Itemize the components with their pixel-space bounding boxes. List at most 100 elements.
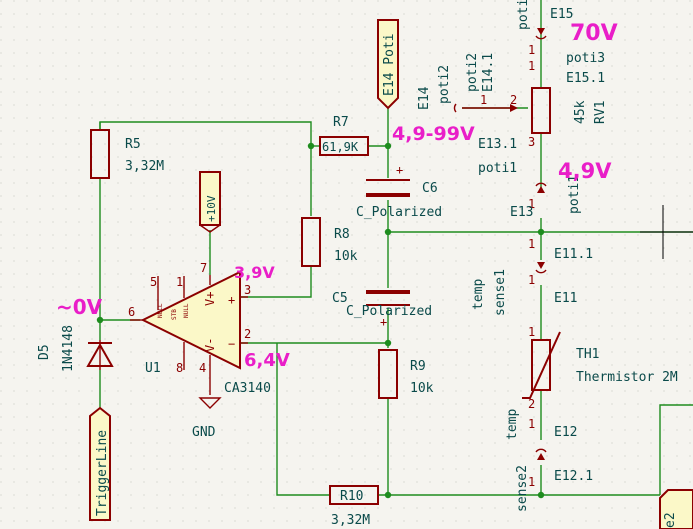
u1-pin6: 6: [128, 305, 135, 319]
e14-1-label: E14.1: [481, 53, 496, 92]
poti1b-label: poti1: [567, 175, 582, 214]
resistor-r10[interactable]: R10 3,32M: [329, 485, 379, 528]
resistor-r9[interactable]: R9 10k: [378, 349, 434, 399]
d5-ref: D5: [37, 344, 52, 360]
sense1-label: sense1: [493, 269, 508, 316]
poti-top-label: poti: [516, 0, 531, 30]
trigger-flag: TriggerLine: [89, 406, 111, 521]
u1-ref: U1: [145, 361, 161, 376]
e14poti-label: E14 Poti: [382, 33, 397, 96]
e14poti-flag: E14 Poti: [377, 19, 399, 110]
resistor-r5[interactable]: R5 3,32M: [90, 129, 164, 179]
edge-label: e2: [663, 512, 678, 528]
wire-r10-left: [276, 343, 330, 496]
u1-stb: STB: [171, 309, 178, 320]
r7-value: 61,9K: [322, 140, 359, 154]
connector-e11[interactable]: 1 E11.1 temp sense1 1 E11: [471, 237, 593, 316]
rv1-pin3: 3: [528, 135, 535, 149]
d5-value: 1N4148: [61, 325, 76, 372]
junction-e13-right: [537, 228, 545, 236]
handwritten-annotations: 70V 4,9-99V 4,9V 3,9V 6,4V ~0V: [56, 21, 618, 371]
annotation-49-99v: 4,9-99V: [392, 123, 475, 145]
poti1-label: poti1: [478, 161, 517, 176]
r10-value: 3,32M: [331, 513, 370, 528]
wire-edge: [659, 404, 693, 495]
poti2b-label: poti2: [465, 53, 480, 92]
r9-value: 10k: [410, 381, 434, 396]
r8-value: 10k: [334, 249, 358, 264]
gnd-label: GND: [192, 425, 216, 440]
u1-vminus: V-: [203, 338, 217, 352]
resistor-r7[interactable]: R7 61,9K: [319, 115, 369, 156]
sense2-label: sense2: [515, 465, 530, 512]
c5-plus: +: [380, 315, 387, 329]
connector-e15[interactable]: E15 poti 1: [516, 0, 573, 57]
junction-r10: [384, 491, 392, 499]
junction-e13: [384, 228, 392, 236]
rv1-poti3: poti3: [566, 51, 605, 66]
ground-symbol: GND: [192, 397, 222, 440]
junction-out: [96, 316, 104, 324]
u1-null-b: NULL: [183, 303, 190, 318]
u1-pin2: 2: [244, 327, 251, 341]
e15-pin1: 1: [528, 43, 535, 57]
trigger-label: TriggerLine: [95, 430, 110, 516]
temp1-label: temp: [471, 279, 486, 310]
r7-ref: R7: [333, 115, 349, 130]
connector-poti2[interactable]: E14 poti2 poti2 E14.1 1 2: [417, 53, 518, 113]
e12-1-label: E12.1: [554, 469, 593, 484]
u1-value: CA3140: [224, 381, 271, 396]
edge-flag: e2: [659, 489, 693, 529]
opamp-u1[interactable]: 7 1 5 3 2 6 8 4 NULL STB NULL V+ V- + − …: [128, 261, 271, 396]
u1-plus: +: [228, 293, 235, 307]
thermistor-th1[interactable]: 1 2 TH1 Thermistor 2M: [522, 325, 678, 411]
connector-e12[interactable]: E12 1 temp sense2 1 E12.1: [505, 409, 593, 512]
c5-value: C_Polarized: [346, 304, 432, 319]
rv1-pin1: 1: [528, 59, 535, 73]
junction-r7: [307, 142, 315, 150]
poti1-pin1: 1: [528, 197, 535, 211]
junction-r9: [384, 339, 392, 347]
e13-label: E13: [510, 205, 533, 220]
capacitor-c5[interactable]: C5 C_Polarized +: [332, 290, 432, 329]
poti2-label: poti2: [437, 65, 452, 104]
e11-pin1: 1: [528, 237, 535, 251]
th1-pin2: 2: [528, 397, 535, 411]
junctions: [96, 142, 545, 499]
u1-vplus: V+: [203, 292, 217, 306]
junction-c6: [384, 142, 392, 150]
e12-pin1: 1: [528, 417, 535, 431]
resistor-r8[interactable]: R8 10k: [301, 217, 358, 267]
annotation-0v: ~0V: [56, 295, 103, 319]
poti2-pin1: 1: [480, 93, 487, 107]
annotation-70v: 70V: [570, 21, 618, 46]
r10-ref: R10: [340, 489, 363, 504]
r9-ref: R9: [410, 359, 426, 374]
r5-ref: R5: [125, 137, 141, 152]
annotation-64v: 6,4V: [244, 350, 290, 371]
annotation-39v: 3,9V: [234, 263, 275, 282]
e11-1-label: E11.1: [554, 247, 593, 262]
r5-value: 3,32M: [125, 159, 164, 174]
u1-null-a: NULL: [157, 303, 164, 318]
wire-r8-pin3: [240, 266, 312, 298]
e11-label: E11: [554, 291, 577, 306]
e14-label: E14: [417, 86, 432, 110]
diode-d5[interactable]: D5 1N4148: [37, 325, 114, 372]
th1-ref: TH1: [576, 347, 599, 362]
e12-pin1b: 1: [528, 475, 535, 489]
u1-pin1: 1: [176, 275, 183, 289]
c5-ref: C5: [332, 291, 348, 306]
connector-poti1[interactable]: E13.1 poti1 poti1 1 E13: [478, 137, 582, 220]
capacitor-c6[interactable]: + C6 C_Polarized: [356, 163, 442, 220]
th1-pin1: 1: [528, 325, 535, 339]
e13-1-label: E13.1: [478, 137, 517, 152]
c6-value: C_Polarized: [356, 205, 442, 220]
th1-value: Thermistor 2M: [576, 370, 678, 385]
potentiometer-rv1[interactable]: 1 3 poti3 E15.1 45k RV1: [528, 51, 608, 149]
c6-plus: +: [396, 163, 403, 177]
u1-pin8: 8: [176, 361, 183, 375]
temp2-label: temp: [505, 409, 520, 440]
